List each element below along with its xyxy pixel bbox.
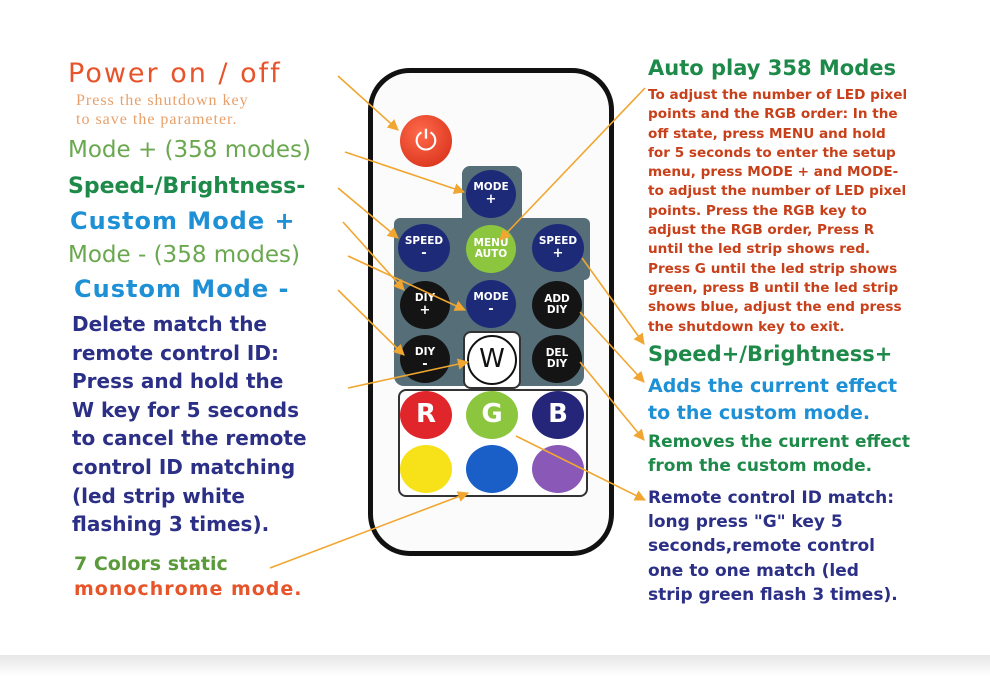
speed-minus-text: SPEED: [404, 234, 444, 247]
auto-play-title: Auto play 358 Modes: [648, 56, 896, 80]
custom-plus-label: Custom Mode +: [70, 207, 296, 235]
auto-line: shows blue, adjust the end press: [648, 299, 902, 316]
yellow-button[interactable]: [400, 445, 452, 493]
mode-minus-label: Mode - (358 modes): [68, 242, 300, 268]
diy-minus-sign: -: [422, 356, 428, 372]
add-text: ADD: [544, 292, 570, 305]
power-subtitle-2: to save the parameter.: [76, 111, 238, 128]
speed-plus-text: SPEED: [538, 234, 578, 247]
colors-static-label: 7 Colors static: [74, 553, 228, 575]
power-icon: ⏻: [414, 124, 438, 158]
delete-line: remote control ID:: [72, 340, 279, 365]
arrow-adds: [579, 311, 645, 383]
diy-plus-sign: +: [419, 302, 431, 318]
delete-line: to cancel the remote: [72, 426, 307, 451]
id-match-text: Remote control ID match: long press "G" …: [648, 486, 898, 607]
auto-line: Press G until the led strip shows: [648, 260, 898, 277]
monochrome-label: monochrome mode.: [74, 578, 303, 600]
auto-line: until the led strip shows red.: [648, 241, 871, 258]
delete-match-text: Delete match the remote control ID: Pres…: [72, 310, 307, 539]
arrow-custom-minus: [337, 289, 405, 356]
arrow-speed-plus: [581, 257, 645, 345]
power-subtitle-1: Press the shutdown key: [76, 92, 249, 109]
del-diy-text: DIY: [546, 358, 568, 370]
auto-line: green, press B until the led strip: [648, 279, 899, 296]
auto-line: adjust the RGB order, Press R: [648, 222, 875, 239]
b-text: B: [548, 399, 568, 430]
match-line: Remote control ID match:: [648, 488, 895, 508]
auto-line: for 5 seconds to enter the setup: [648, 144, 896, 161]
speed-minus-sign: -: [421, 245, 427, 261]
menu-text: MENU: [473, 236, 509, 249]
arrow-id-match: [515, 435, 647, 501]
speed-plus-sign: +: [552, 245, 564, 261]
removes-line-1: Removes the current effect: [648, 432, 910, 452]
arrow-custom-plus: [342, 221, 405, 291]
g-text: G: [481, 399, 503, 430]
arrow-power: [337, 75, 399, 131]
w-text: W: [479, 344, 505, 375]
red-button[interactable]: R: [400, 391, 452, 439]
mode-minus-button[interactable]: MODE-: [466, 280, 516, 328]
del-text: DEL: [545, 346, 569, 359]
auto-line: to adjust the number of LED pixel: [648, 183, 907, 200]
match-line: one to one match (led: [648, 560, 859, 581]
delete-line: Press and hold the: [72, 369, 284, 394]
mode-plus-button[interactable]: MODE+: [466, 170, 516, 218]
delete-line: W key for 5 seconds: [72, 397, 300, 422]
arrow-mode-minus: [347, 255, 467, 311]
match-line: strip green flash 3 times).: [648, 584, 898, 605]
diy-minus-text: DIY: [414, 345, 436, 358]
power-button[interactable]: ⏻: [400, 115, 452, 167]
auto-line: To adjust the number of LED pixel: [648, 87, 908, 103]
custom-minus-label: Custom Mode -: [74, 275, 290, 303]
speed-minus-label: Speed-/Brightness-: [68, 174, 306, 199]
speed-plus-button[interactable]: SPEED+: [532, 224, 584, 272]
mode-plus-sign: +: [485, 191, 497, 207]
arrow-auto-play: [499, 87, 646, 241]
auto-play-text: To adjust the number of LED pixel points…: [648, 86, 907, 337]
mode-plus-label: Mode + (358 modes): [68, 137, 311, 163]
mode-minus-sign: -: [488, 301, 494, 317]
removes-line-2: from the custom mode.: [648, 456, 873, 476]
auto-line: points. Press the RGB key to: [648, 202, 867, 219]
bottom-shadow: [0, 655, 990, 676]
arrow-removes: [579, 361, 645, 441]
delete-line: Delete match the: [72, 312, 267, 336]
r-text: R: [415, 399, 437, 430]
diy-plus-button[interactable]: DIY+: [400, 281, 450, 329]
adds-line-1: Adds the current effect: [648, 375, 898, 397]
add-diy-text: DIY: [546, 304, 568, 316]
speed-plus-label: Speed+/Brightness+: [648, 342, 893, 366]
delete-line: (led strip white: [72, 483, 245, 508]
blue-button[interactable]: B: [532, 391, 584, 439]
delete-line: control ID matching: [72, 454, 296, 479]
speed-minus-button[interactable]: SPEED-: [398, 224, 450, 272]
arrow-colors-static: [269, 491, 470, 569]
match-line: long press "G" key 5: [648, 512, 843, 533]
purple-button[interactable]: [532, 445, 584, 493]
auto-line: the shutdown key to exit.: [648, 318, 845, 335]
power-title: Power on / off: [68, 58, 282, 89]
diy-plus-text: DIY: [414, 291, 436, 304]
auto-line: menu, press MODE + and MODE-: [648, 164, 899, 181]
delete-line: flashing 3 times).: [72, 512, 270, 537]
arrow-delete-match: [347, 358, 470, 389]
green-button[interactable]: G: [466, 391, 518, 439]
mode-plus-text: MODE: [473, 180, 509, 193]
mode-minus-text: MODE: [473, 290, 509, 303]
auto-line: points and the RGB order: In the: [648, 106, 898, 123]
arrow-speed-minus: [337, 187, 399, 239]
adds-line-2: to the custom mode.: [648, 402, 871, 424]
auto-line: off state, press MENU and hold: [648, 125, 886, 142]
auto-text: AUTO: [474, 248, 508, 260]
arrow-mode-plus: [344, 151, 466, 195]
match-line: seconds,remote control: [648, 536, 876, 557]
blue-color-button[interactable]: [466, 445, 518, 493]
